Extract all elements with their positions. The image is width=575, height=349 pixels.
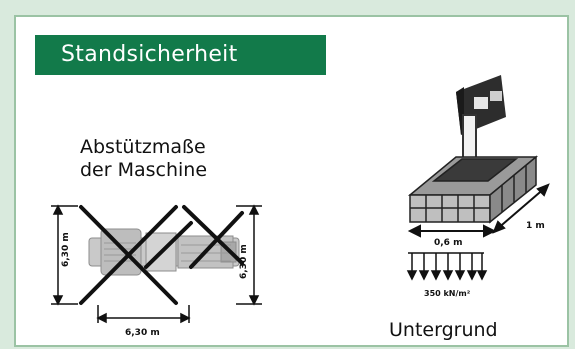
content-card: Standsicherheit Abstützmaße der Maschine [14,15,569,347]
bottom-width-label: 6,30 m [125,328,160,338]
outrigger-lines [79,205,193,305]
machine-label-line2: der Maschine [80,159,208,181]
right-dimension-line [236,204,262,306]
outrigger-pad-illustration [407,155,539,224]
ground-label: Untergrund [389,319,498,341]
outrigger-leg-illustration [456,75,506,164]
ground-pressure-arrows [406,252,488,281]
pad-pressure-diagram: 0,6 m 1 m 350 kN/m² [406,75,550,298]
pad-width-dimension [407,224,497,238]
right-height-label: 6,30 m [239,244,249,279]
pad-width-label: 0,6 m [434,238,462,248]
machine-label-line1: Abstützmaße [80,136,206,158]
section-title: Standsicherheit [35,35,326,75]
bottom-dimension-line [96,305,191,324]
left-height-label: 6,30 m [61,232,71,267]
ground-pressure-label: 350 kN/m² [424,289,471,298]
machine-body-illustration [88,228,240,276]
left-dimension-line [51,204,78,306]
outrigger-right [182,205,244,269]
pad-length-dimension [492,183,550,234]
machine-label: Abstützmaße der Maschine [80,136,207,182]
pad-length-label: 1 m [526,221,545,231]
machine-outrigger-diagram: 6,30 m 6,30 m 6,30 m [51,204,262,338]
